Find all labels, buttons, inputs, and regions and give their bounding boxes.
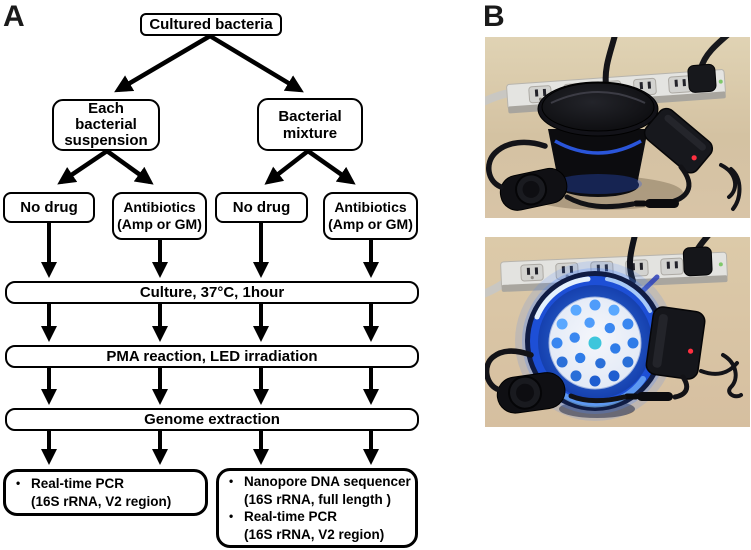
strip-indicator-led: [718, 262, 723, 267]
node-line: Antibiotics: [334, 199, 407, 215]
pot-lid: [541, 82, 655, 132]
power-plug: [682, 237, 719, 277]
node-antibiotics-left: Antibiotics (Amp or GM): [112, 192, 207, 240]
node-cultured-bacteria: Cultured bacteria: [140, 13, 282, 36]
outlet: [660, 257, 684, 276]
result-subtitle: (16S rRNA, V2 region): [31, 493, 172, 509]
cable-dimmer-left-loop: [485, 348, 534, 392]
result-realtime-pcr: • Real-time PCR (16S rRNA, V2 region): [3, 469, 208, 516]
power-cord-gray: [485, 89, 513, 106]
result-subtitle: (16S rRNA, full length ): [244, 491, 392, 507]
bullet-icon: •: [229, 474, 234, 488]
plate-center-hole: [588, 336, 602, 350]
result-title: Real-time PCR: [31, 476, 125, 491]
cable-bundle-right: [719, 163, 742, 211]
cable-dimmer-right: [564, 194, 636, 210]
led-glow-ring: [554, 139, 642, 155]
node-line: Antibiotics: [123, 199, 196, 215]
ac-adapter: [645, 306, 706, 380]
node-line: Each: [88, 100, 124, 117]
result-item: • Real-time PCR (16S rRNA, V2 region): [16, 475, 201, 510]
node-label: No drug: [232, 199, 291, 216]
node-line: Bacterial: [278, 107, 342, 125]
node-no-drug-left: No drug: [3, 192, 95, 223]
cable-dimmer-left-loop: [486, 139, 548, 190]
node-line: (Amp or GM): [328, 216, 413, 232]
device-pot: [537, 81, 659, 197]
bullet-icon: •: [16, 476, 21, 490]
dimmer-switch: [499, 167, 568, 211]
strip-indicator-led: [718, 79, 723, 84]
cable-bundle-right: [699, 353, 743, 399]
cable-adapter: [672, 374, 690, 400]
node-line: bacterial: [75, 116, 137, 133]
led-bowl: [515, 261, 675, 421]
ac-adapter: [643, 107, 714, 174]
panel-a-label: A: [3, 0, 25, 33]
cable-top: [602, 37, 618, 88]
node-line: mixture: [282, 124, 338, 142]
photo-device-lid-closed: [485, 37, 750, 218]
cable-top: [626, 237, 638, 284]
node-label: Cultured bacteria: [149, 16, 273, 33]
result-item: • Nanopore DNA sequencer (16S rRNA, full…: [229, 473, 411, 508]
bullet-icon: •: [229, 509, 234, 523]
dimmer-switch: [496, 372, 566, 414]
step-label: Genome extraction: [144, 411, 280, 428]
rim-highlight: [534, 276, 591, 320]
adapter-led: [691, 155, 697, 161]
step-genome-extraction: Genome extraction: [5, 408, 419, 431]
result-nanopore-and-pcr: • Nanopore DNA sequencer (16S rRNA, full…: [216, 468, 418, 548]
step-label: PMA reaction, LED irradiation: [106, 348, 318, 365]
photo-device-led-on: [485, 237, 750, 427]
panel-b-label: B: [483, 0, 505, 33]
node-line: suspension: [64, 132, 148, 149]
result-title: Nanopore DNA sequencer: [244, 474, 411, 489]
result-title: Real-time PCR: [244, 509, 338, 524]
node-label: No drug: [20, 199, 78, 216]
node-each-bacterial-suspension: Each bacterial suspension: [52, 99, 160, 151]
node-line: (Amp or GM): [117, 216, 202, 232]
barrel-connector: [624, 392, 673, 401]
barrel-connector: [633, 199, 679, 208]
step-pma-reaction: PMA reaction, LED irradiation: [5, 345, 419, 368]
node-no-drug-right: No drug: [215, 192, 308, 223]
step-culture: Culture, 37°C, 1hour: [5, 281, 419, 304]
led-glow-spill: [554, 174, 642, 194]
outlet: [520, 263, 544, 282]
outlet: [668, 75, 692, 94]
result-subtitle: (16S rRNA, V2 region): [244, 526, 385, 542]
node-antibiotics-right: Antibiotics (Amp or GM): [323, 192, 418, 240]
plate-holes: [551, 299, 639, 387]
result-item: • Real-time PCR (16S rRNA, V2 region): [229, 508, 411, 543]
cable-dimmer-right: [568, 393, 627, 404]
adapter-led: [687, 348, 694, 354]
node-bacterial-mixture: Bacterial mixture: [257, 98, 363, 151]
step-label: Culture, 37°C, 1hour: [139, 284, 285, 301]
power-plug: [687, 37, 739, 93]
